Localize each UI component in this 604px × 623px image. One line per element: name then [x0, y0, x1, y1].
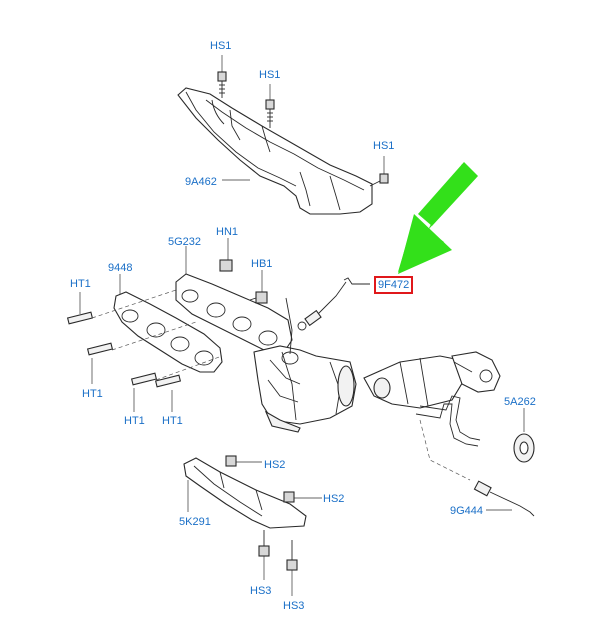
callout-5k291: 5K291: [179, 516, 211, 528]
exhaust-hanger-5a262: [513, 408, 535, 463]
oxygen-sensor-9f472: [297, 277, 370, 331]
manifold-flange-5g232: [175, 273, 293, 353]
bolt-hs3-a: [258, 530, 270, 580]
nut-hn1: [219, 238, 233, 272]
highlight-arrow-head: [398, 214, 452, 274]
callout-hs2-b: HS2: [323, 493, 345, 505]
callout-hb1: HB1: [251, 258, 273, 270]
downpipe-and-resonator: [363, 351, 501, 409]
callout-ht1-d: HT1: [162, 415, 183, 427]
callout-9g444: 9G444: [450, 505, 484, 517]
bolt-hs2-a: [225, 455, 262, 467]
dash-line-1: [91, 289, 177, 319]
callout-9448: 9448: [108, 262, 133, 274]
bolt-hs1-c: [369, 156, 389, 187]
gasket-9448: [113, 291, 223, 373]
heat-shield-9a462: [177, 87, 373, 215]
stud-ht1-d: [154, 374, 182, 412]
bolt-hs1-a: [217, 55, 227, 98]
callout-9a462: 9A462: [185, 176, 217, 188]
callout-hs1-c: HS1: [373, 140, 395, 152]
callout-hs1-a: HS1: [210, 40, 232, 52]
callout-hs3-a: HS3: [250, 585, 272, 597]
callout-hs2-a: HS2: [264, 459, 286, 471]
callout-ht1-b: HT1: [82, 388, 103, 400]
bracket-5k291: [183, 457, 307, 529]
catalytic-converter: [253, 297, 357, 433]
bolt-hb1: [249, 270, 268, 304]
callout-9f472: 9F472: [374, 276, 414, 294]
bolt-hs1-b: [265, 84, 275, 128]
dash-line-3: [155, 355, 223, 381]
stud-ht1-c: [130, 372, 158, 412]
callout-hs3-b: HS3: [283, 600, 305, 612]
callout-hs1-b: HS1: [259, 69, 281, 81]
highlight-arrow-shaft: [418, 162, 478, 226]
bolt-hs2-b: [283, 491, 322, 503]
stud-ht1-a: [66, 292, 94, 325]
dash-line-4: [419, 419, 471, 481]
bolt-hs3-b: [286, 540, 298, 596]
callout-5g232: 5G232: [168, 236, 202, 248]
dash-line-2: [111, 321, 197, 351]
oxygen-sensor-9g444: [473, 480, 535, 517]
callout-5a262: 5A262: [504, 396, 536, 408]
stud-ht1-b: [86, 342, 114, 384]
callout-ht1-a: HT1: [70, 278, 91, 290]
pipe-branch: [415, 395, 481, 447]
callout-ht1-c: HT1: [124, 415, 145, 427]
callout-hn1: HN1: [216, 226, 239, 238]
